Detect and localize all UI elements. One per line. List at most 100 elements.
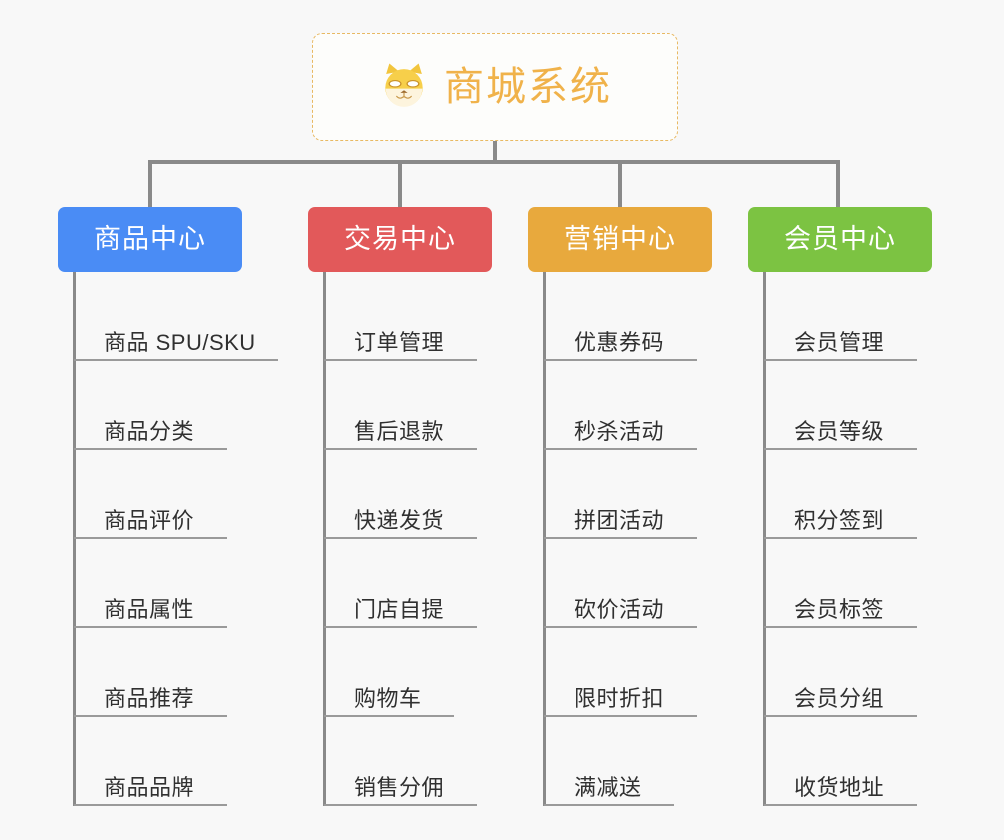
leaf-item-label: 秒杀活动 (574, 418, 665, 444)
leaf-underline (544, 626, 697, 628)
branch-column-marketing-center: 营销中心优惠券码秒杀活动拼团活动砍价活动限时折扣满减送 (528, 207, 728, 806)
category-header-trade-center[interactable]: 交易中心 (308, 207, 492, 272)
leaf-underline (74, 537, 227, 539)
leaf-item[interactable]: 订单管理 (324, 272, 508, 361)
branch-column-member-center: 会员中心会员管理会员等级积分签到会员标签会员分组收货地址 (748, 207, 948, 806)
leaf-item[interactable]: 商品评价 (74, 450, 258, 539)
leaf-item-label: 会员分组 (794, 685, 885, 711)
leaf-item[interactable]: 拼团活动 (544, 450, 728, 539)
leaf-item-label: 商品分类 (104, 418, 195, 444)
leaf-item-label: 商品推荐 (104, 685, 195, 711)
leaf-item-label: 收货地址 (794, 774, 885, 800)
leaf-item-label: 积分签到 (794, 507, 885, 533)
leaf-list-trade-center: 订单管理售后退款快递发货门店自提购物车销售分佣 (308, 272, 508, 806)
leaf-underline (324, 448, 477, 450)
trunk-line-marketing-center (543, 272, 546, 806)
leaf-item-label: 限时折扣 (574, 685, 665, 711)
leaf-item-label: 商品 SPU/SKU (104, 329, 256, 355)
leaf-underline (544, 448, 697, 450)
leaf-item-label: 购物车 (354, 685, 422, 711)
leaf-item[interactable]: 积分签到 (764, 450, 948, 539)
leaf-item[interactable]: 会员等级 (764, 361, 948, 450)
leaf-underline (544, 715, 697, 717)
leaf-item[interactable]: 优惠券码 (544, 272, 728, 361)
leaf-item[interactable]: 门店自提 (324, 539, 508, 628)
leaf-item-label: 销售分佣 (354, 774, 445, 800)
leaf-underline (74, 804, 227, 806)
leaf-item[interactable]: 快递发货 (324, 450, 508, 539)
leaf-item-label: 商品属性 (104, 596, 195, 622)
leaf-underline (764, 537, 917, 539)
category-header-marketing-center[interactable]: 营销中心 (528, 207, 712, 272)
category-header-product-center[interactable]: 商品中心 (58, 207, 242, 272)
leaf-item[interactable]: 收货地址 (764, 717, 948, 806)
branch-column-trade-center: 交易中心订单管理售后退款快递发货门店自提购物车销售分佣 (308, 207, 508, 806)
leaf-underline (74, 626, 227, 628)
leaf-item[interactable]: 满减送 (544, 717, 728, 806)
leaf-item[interactable]: 售后退款 (324, 361, 508, 450)
leaf-underline (74, 359, 278, 361)
leaf-item-label: 快递发货 (354, 507, 445, 533)
leaf-item[interactable]: 商品分类 (74, 361, 258, 450)
leaf-item-label: 满减送 (574, 774, 642, 800)
leaf-item[interactable]: 商品品牌 (74, 717, 258, 806)
leaf-item[interactable]: 销售分佣 (324, 717, 508, 806)
leaf-list-marketing-center: 优惠券码秒杀活动拼团活动砍价活动限时折扣满减送 (528, 272, 728, 806)
leaf-item-label: 订单管理 (354, 329, 445, 355)
leaf-item[interactable]: 商品推荐 (74, 628, 258, 717)
leaf-underline (324, 804, 477, 806)
branch-column-product-center: 商品中心商品 SPU/SKU 商品分类商品评价商品属性商品推荐商品品牌 (58, 207, 278, 806)
trunk-line-trade-center (323, 272, 326, 806)
leaf-underline (324, 359, 477, 361)
leaf-item[interactable]: 购物车 (324, 628, 508, 717)
leaf-underline (764, 804, 917, 806)
leaf-underline (544, 359, 697, 361)
category-header-member-center[interactable]: 会员中心 (748, 207, 932, 272)
leaf-item-label: 商品品牌 (104, 774, 195, 800)
leaf-item-label: 商品评价 (104, 507, 195, 533)
leaf-underline (544, 537, 697, 539)
leaf-item[interactable]: 商品属性 (74, 539, 258, 628)
leaf-underline (324, 537, 477, 539)
leaf-item-label: 门店自提 (354, 596, 445, 622)
leaf-item[interactable]: 会员标签 (764, 539, 948, 628)
leaf-item-label: 会员管理 (794, 329, 885, 355)
leaf-underline (324, 626, 477, 628)
trunk-line-member-center (763, 272, 766, 806)
leaf-underline (74, 715, 227, 717)
shiba-dog-face-icon (378, 61, 430, 113)
category-header-label: 营销中心 (564, 224, 676, 254)
category-header-label: 商品中心 (94, 224, 206, 254)
leaf-item-label: 售后退款 (354, 418, 445, 444)
leaf-item[interactable]: 砍价活动 (544, 539, 728, 628)
leaf-underline (544, 804, 674, 806)
leaf-item[interactable]: 限时折扣 (544, 628, 728, 717)
leaf-item[interactable]: 会员管理 (764, 272, 948, 361)
category-header-label: 交易中心 (344, 224, 456, 254)
trunk-line-product-center (73, 272, 76, 806)
connector-drop-trade-center (398, 160, 402, 208)
leaf-list-member-center: 会员管理会员等级积分签到会员标签会员分组收货地址 (748, 272, 948, 806)
connector-drop-marketing-center (618, 160, 622, 208)
connector-drop-product-center (148, 160, 152, 208)
leaf-underline (74, 448, 227, 450)
leaf-item[interactable]: 会员分组 (764, 628, 948, 717)
connector-root-stem (493, 141, 497, 163)
leaf-underline (764, 626, 917, 628)
connector-horizontal-bus (148, 160, 838, 164)
leaf-item-label: 优惠券码 (574, 329, 665, 355)
leaf-underline (764, 715, 917, 717)
root-title: 商城系统 (444, 65, 612, 109)
leaf-item-label: 会员标签 (794, 596, 885, 622)
leaf-item-label: 会员等级 (794, 418, 885, 444)
leaf-underline (324, 715, 454, 717)
root-node[interactable]: 商城系统 (312, 33, 678, 141)
leaf-list-product-center: 商品 SPU/SKU 商品分类商品评价商品属性商品推荐商品品牌 (58, 272, 278, 806)
leaf-item[interactable]: 商品 SPU/SKU (74, 272, 278, 361)
category-header-label: 会员中心 (784, 224, 896, 254)
connector-drop-member-center (836, 160, 840, 208)
leaf-underline (764, 448, 917, 450)
leaf-item[interactable]: 秒杀活动 (544, 361, 728, 450)
leaf-item-label: 砍价活动 (574, 596, 665, 622)
leaf-item-label: 拼团活动 (574, 507, 665, 533)
